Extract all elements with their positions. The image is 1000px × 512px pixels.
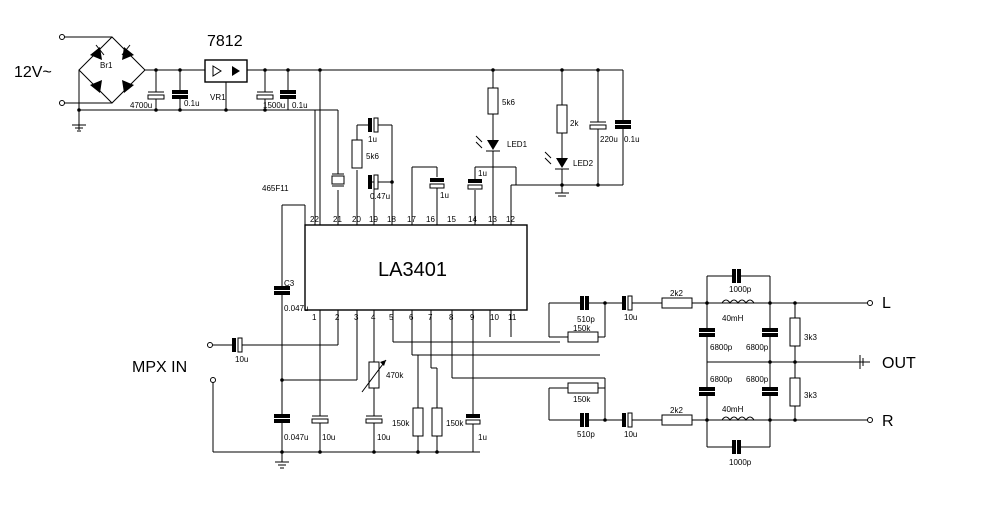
res-150k-bot-label: 150k <box>573 395 591 404</box>
res-5k6-a-label: 5k6 <box>366 152 379 161</box>
cap-01u-a-label: 0.1u <box>184 99 200 108</box>
ic-label: LA3401 <box>378 259 447 281</box>
cap-510p-bot-label: 510p <box>577 430 595 439</box>
ac-terminal-top <box>59 34 65 40</box>
left-channel: 510p 150k 10u 2k2 1000p 40mH 6800p 6800p <box>548 269 891 362</box>
mpx-gnd-terminal <box>210 377 216 383</box>
cap-6800p-b-label: 6800p <box>746 343 769 352</box>
led2-label: LED2 <box>573 159 594 168</box>
bridge-label: Br1 <box>100 61 113 70</box>
ic-pin-bottom-10: 10 <box>490 313 499 322</box>
cap-1u-top-label: 1u <box>368 135 377 144</box>
cap-510p-top-label: 510p <box>577 315 595 324</box>
cap-10u-r-label: 10u <box>624 430 637 439</box>
cap-1u-16-label: 1u <box>440 191 449 200</box>
crystal-label: 465F11 <box>262 184 289 193</box>
cap-1u-14-label: 1u <box>478 169 487 178</box>
cap-1000p-bot-label: 1000p <box>729 458 752 467</box>
res-3k3-a-label: 3k3 <box>804 333 817 342</box>
cap-1500u-label: 1500u <box>263 101 285 110</box>
cap-0047b-label: 0.047u <box>284 433 308 442</box>
regulator-label: 7812 <box>207 33 243 50</box>
cap-6800p-d-label: 6800p <box>746 375 769 384</box>
ic-pin-top-15: 15 <box>447 215 456 224</box>
cap-047u-top-label: 0.47u <box>370 192 390 201</box>
res-2k2-l-label: 2k2 <box>670 289 683 298</box>
ic-pin-top-14: 14 <box>468 215 477 224</box>
inductor-40mh-top-label: 40mH <box>722 314 744 323</box>
led1-label: LED1 <box>507 140 528 149</box>
cap-0047a-label: 0.047u <box>284 304 308 313</box>
ic-pin-bottom-5: 5 <box>389 313 394 322</box>
mpx-in-label: MPX IN <box>132 359 187 376</box>
cap-10u-in-label: 10u <box>235 355 248 364</box>
inductor-bottom-icon <box>721 416 755 421</box>
right-out-terminal <box>867 417 873 423</box>
led2-icon <box>556 158 568 168</box>
cap-220u-label: 220u <box>600 135 618 144</box>
ic-pin-bottom-11: 11 <box>508 313 517 322</box>
right-label: R <box>882 413 894 430</box>
c3-label: C3 <box>284 279 295 288</box>
bridge-rectifier: Br1 <box>78 36 330 130</box>
res-150k-top-label: 150k <box>573 324 591 333</box>
res-2k-label: 2k <box>570 119 579 128</box>
ic-pin-bottom-1: 1 <box>312 313 317 322</box>
supply-label: 12V~ <box>14 64 52 81</box>
inductor-40mh-bot-label: 40mH <box>722 405 744 414</box>
cap-4700u-label: 4700u <box>130 101 152 110</box>
out-label: OUT <box>882 355 916 372</box>
cap-6800p-c-label: 6800p <box>710 375 733 384</box>
ic-pin-top-16: 16 <box>426 215 435 224</box>
power-supply: 12V~ Br1 4700u 0. <box>14 33 330 132</box>
res-2k2-r-label: 2k2 <box>670 406 683 415</box>
right-channel: 150k 510p 10u 2k2 6800p 6800p 40mH <box>548 362 894 467</box>
cap-01u-c-label: 0.1u <box>624 135 640 144</box>
cap-10u-l-label: 10u <box>624 313 637 322</box>
res-150k-a-label: 150k <box>392 419 410 428</box>
inductor-top-icon <box>721 299 755 304</box>
res-3k3-b-label: 3k3 <box>804 391 817 400</box>
voltage-regulator: 7812 VR1 <box>204 33 248 110</box>
res-150k-b-label: 150k <box>446 419 464 428</box>
cap-01u-b-label: 0.1u <box>292 101 308 110</box>
cap-10u-21-label: 10u <box>322 433 335 442</box>
cap-6800p-a-label: 6800p <box>710 343 733 352</box>
led1-icon <box>487 140 499 150</box>
res-5k6-b-label: 5k6 <box>502 98 515 107</box>
mpx-in-terminal <box>207 342 213 348</box>
ac-terminal-bottom <box>59 100 65 106</box>
left-out-terminal <box>867 300 873 306</box>
vr-label: VR1 <box>210 93 226 102</box>
ic-pin-top-22: 22 <box>310 215 319 224</box>
cap-10u-4-label: 10u <box>377 433 390 442</box>
left-label: L <box>882 295 891 312</box>
cap-1000p-top-label: 1000p <box>729 285 752 294</box>
pot-470k-label: 470k <box>386 371 404 380</box>
cap-1u-9-label: 1u <box>478 433 487 442</box>
